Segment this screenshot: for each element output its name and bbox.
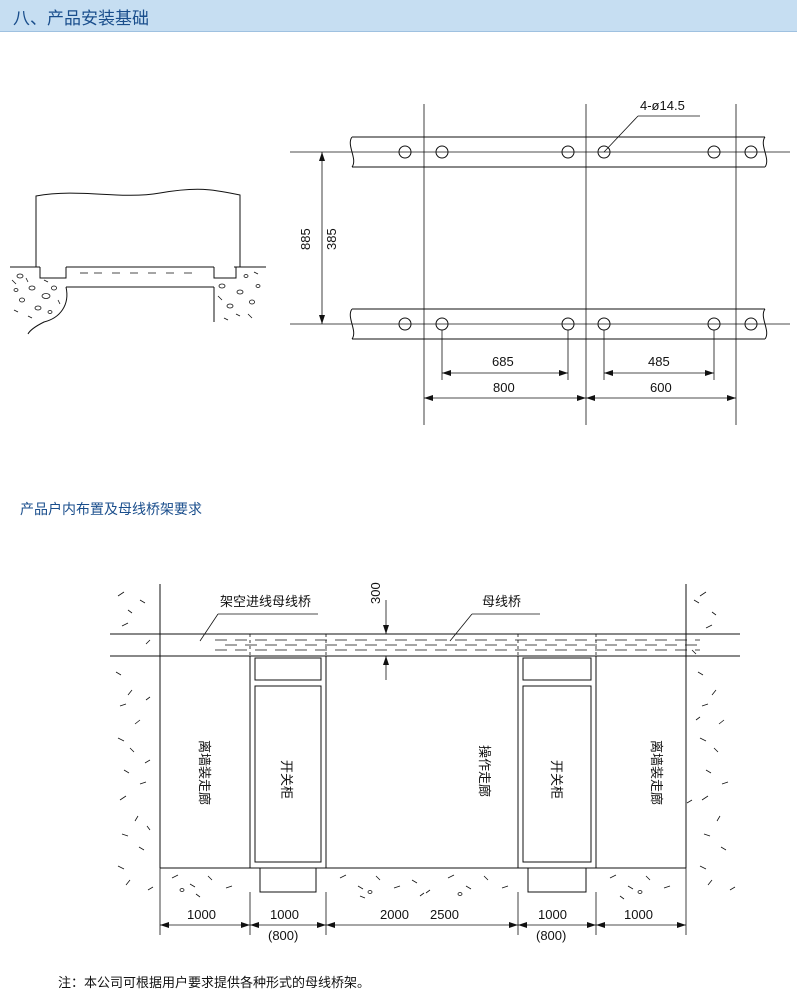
indoor-layout-diagram: 300 架空进线母线桥 母线桥 离墙装走廊 开关柜 操作走廊 开关柜 离墙装走廊 <box>110 582 740 943</box>
dim-4-alt: (800) <box>536 928 566 943</box>
section-title: 八、产品安装基础 <box>13 9 149 29</box>
dim-left-outer: 800 <box>493 380 515 395</box>
dim-inner-height: 385 <box>324 228 339 250</box>
dim-1: 1000 <box>187 907 216 922</box>
dim-5: 1000 <box>624 907 653 922</box>
label-overhead-busbar: 架空进线母线桥 <box>220 595 311 610</box>
label-busbar-bridge: 母线桥 <box>482 595 521 610</box>
dim-4: 1000 <box>538 907 567 922</box>
layout-section-title: 产品户内布置及母线桥架要求 <box>20 502 202 518</box>
label-switchgear-left: 开关柜 <box>278 760 293 799</box>
dim-2: 1000 <box>270 907 299 922</box>
dim-300: 300 <box>368 582 383 604</box>
dim-right-inner: 485 <box>648 354 670 369</box>
label-operation-corridor: 操作走廊 <box>476 745 492 797</box>
dim-3a: 2000 <box>380 907 409 922</box>
dim-3b: 2500 <box>430 907 459 922</box>
label-corridor-left: 离墙装走廊 <box>196 740 212 805</box>
footnote: 注：本公司可根据用户要求提供各种形式的母线桥架。 <box>58 976 371 991</box>
dim-left-inner: 685 <box>492 354 514 369</box>
bolt-callout: 4-ø14.5 <box>640 98 685 113</box>
dim-outer-height: 885 <box>298 228 313 250</box>
label-switchgear-right: 开关柜 <box>548 760 563 799</box>
section-header-bar <box>0 0 797 32</box>
dim-2-alt: (800) <box>268 928 298 943</box>
foundation-plan-view: 4-ø14.5 885 385 685 485 800 600 <box>290 98 790 425</box>
foundation-cross-section <box>10 188 266 335</box>
label-corridor-right: 离墙装走廊 <box>648 740 664 805</box>
dim-right-outer: 600 <box>650 380 672 395</box>
